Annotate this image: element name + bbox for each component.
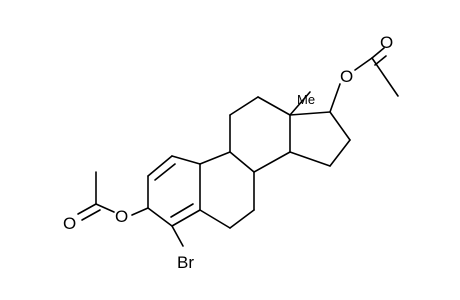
- bond: [77, 203, 97, 215]
- bond: [257, 96, 291, 116]
- oxygen-ester-right: O: [340, 67, 353, 86]
- bromine-label: Br: [177, 253, 194, 272]
- bond: [289, 151, 331, 167]
- bond: [171, 209, 201, 227]
- bond: [81, 209, 101, 221]
- bond: [95, 203, 115, 213]
- bond: [131, 207, 149, 216]
- bond: [289, 91, 311, 116]
- bond: [147, 207, 173, 227]
- bond: [170, 203, 194, 218]
- oxygen-carbonyl-right: O: [380, 33, 393, 52]
- methyl-label: Me: [297, 92, 315, 107]
- bond: [147, 155, 173, 177]
- bond: [171, 155, 201, 165]
- bond: [329, 83, 341, 113]
- bond: [154, 163, 176, 181]
- bond: [374, 55, 387, 66]
- bond: [289, 111, 331, 116]
- ring-b: [199, 151, 255, 229]
- acetate-right: [329, 47, 399, 113]
- bond: [229, 209, 255, 229]
- bond: [229, 151, 255, 173]
- bond: [199, 209, 231, 229]
- ring-a-aromatic: [147, 155, 201, 227]
- oxygen-carbonyl-left: O: [63, 214, 76, 233]
- oxygen-ester-left: O: [115, 207, 128, 226]
- bond: [229, 96, 259, 116]
- bond: [199, 151, 231, 165]
- bond: [371, 57, 399, 97]
- bond: [253, 151, 291, 173]
- ring-c: [229, 96, 291, 173]
- ring-d: [289, 111, 351, 167]
- bond: [329, 139, 351, 167]
- bond: [329, 111, 351, 141]
- acetate-left: [77, 171, 149, 221]
- bond: [171, 225, 184, 247]
- bond: [371, 47, 385, 59]
- bond: [354, 57, 373, 71]
- bromine-substituent: [171, 225, 184, 247]
- methyl-group: [289, 91, 311, 116]
